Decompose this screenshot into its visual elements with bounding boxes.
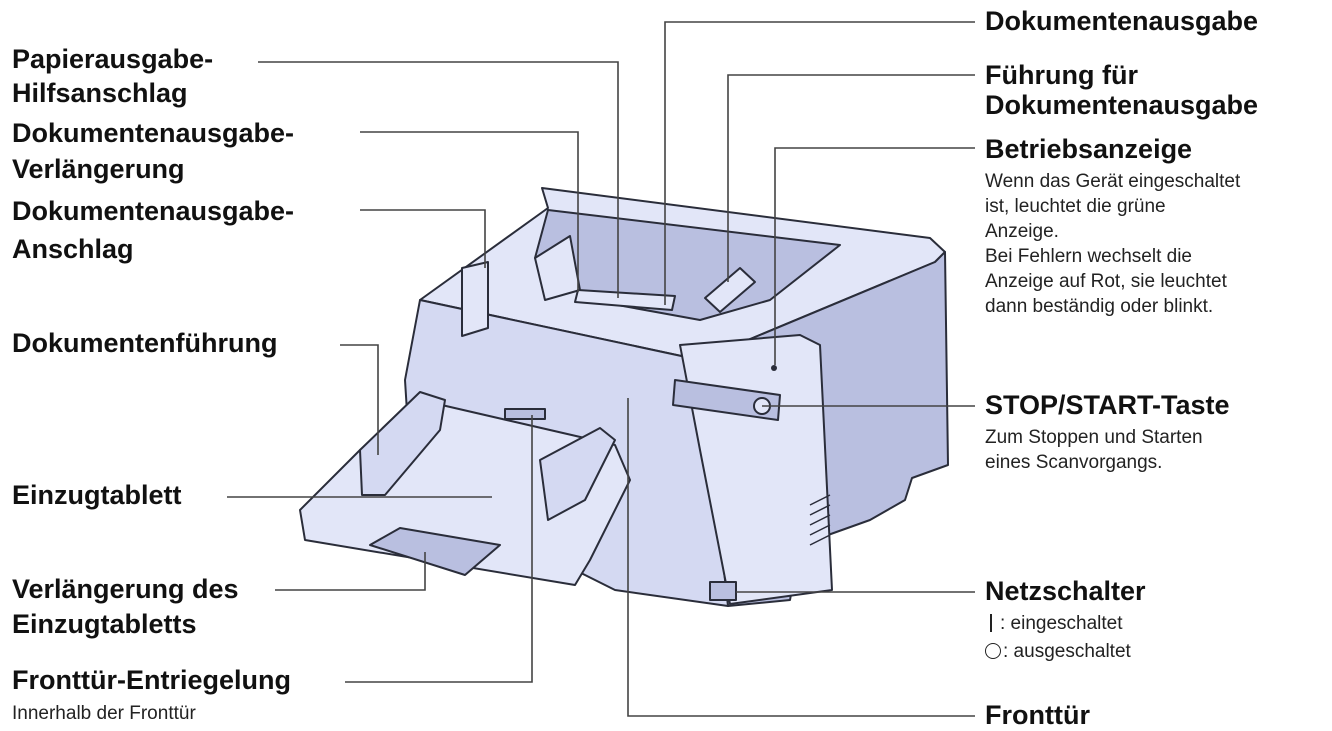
output-stopper <box>461 261 489 337</box>
front-door-latch-shape <box>504 408 546 420</box>
desc-betriebsanzeige-6: dann beständig oder blinkt. <box>985 296 1214 317</box>
leader-verlaengerung <box>360 131 579 292</box>
desc-betriebsanzeige-2: ist, leuchtet die grüne <box>985 196 1166 217</box>
desc-betriebsanzeige-1: Wenn das Gerät eingeschaltet <box>985 171 1241 192</box>
desc-netzschalter-on: : eingeschaltet <box>1000 613 1123 634</box>
label-einzug-verl-line1: Verlängerung des <box>12 574 239 604</box>
scanner-illustration <box>299 187 949 607</box>
leader-anschlag <box>360 209 486 268</box>
label-stop-start: STOP/START-Taste <box>985 390 1230 420</box>
label-dokumentenfuehrung: Dokumentenführung <box>12 328 278 358</box>
label-einzugtablett: Einzugtablett <box>12 480 182 510</box>
label-fuehrung-line1: Führung für <box>985 60 1138 90</box>
label-fronttuer-entriegelung: Fronttür-Entriegelung <box>12 665 291 695</box>
label-anschlag-line1: Dokumentenausgabe- <box>12 196 295 226</box>
power-on-symbol-icon <box>990 614 992 632</box>
desc-netzschalter-off: : ausgeschaltet <box>1003 641 1131 662</box>
power-switch-shape <box>709 581 737 601</box>
desc-betriebsanzeige-3: Anzeige. <box>985 221 1059 242</box>
vent-grille <box>809 494 831 546</box>
label-dokumentenausgabe: Dokumentenausgabe <box>985 6 1259 36</box>
label-betriebsanzeige: Betriebsanzeige <box>985 134 1193 164</box>
desc-stop-start-2: eines Scanvorgangs. <box>985 452 1163 473</box>
desc-betriebsanzeige-5: Anzeige auf Rot, sie leuchtet <box>985 271 1227 292</box>
leader-einzug-verl <box>275 552 426 591</box>
feed-tray-extension <box>369 527 501 576</box>
leader-dokumentenausgabe <box>664 21 975 305</box>
label-verlaengerung-line1: Dokumentenausgabe- <box>12 118 295 148</box>
output-extension <box>574 289 676 311</box>
display-window <box>672 379 781 421</box>
label-papierausgabe-line1: Papierausgabe- <box>12 44 214 74</box>
label-verlaengerung-line2: Verlängerung <box>12 154 185 184</box>
desc-fronttuer-entriegelung: Innerhalb der Fronttür <box>12 703 196 724</box>
label-einzug-verl-line2: Einzugtabletts <box>12 609 197 639</box>
leader-papierausgabe <box>258 61 619 298</box>
indicator-dot <box>771 365 777 371</box>
label-fuehrung-line2: Dokumentenausgabe <box>985 90 1259 120</box>
label-fronttuer: Fronttür <box>985 700 1090 730</box>
feed-guide-right <box>539 427 616 521</box>
desc-stop-start-1: Zum Stoppen und Starten <box>985 427 1203 448</box>
label-anschlag-line2: Anschlag <box>12 234 134 264</box>
leader-betriebsanzeige <box>774 147 975 365</box>
feed-guide-left <box>359 391 446 496</box>
desc-betriebsanzeige-4: Bei Fehlern wechselt die <box>985 246 1192 267</box>
netzschalter-off-row: : ausgeschaltet <box>985 640 1131 664</box>
power-off-symbol-icon <box>985 643 1001 659</box>
label-netzschalter: Netzschalter <box>985 576 1146 606</box>
leader-dokumentenfuehrung <box>340 344 379 455</box>
leader-lines <box>227 21 975 717</box>
leader-fronttuer-entriegelung <box>345 415 533 683</box>
leader-fuehrung <box>727 74 975 282</box>
leader-fronttuer <box>627 398 975 717</box>
label-papierausgabe-line2: Hilfsanschlag <box>12 78 188 108</box>
netzschalter-on-row: : eingeschaltet <box>985 612 1123 636</box>
